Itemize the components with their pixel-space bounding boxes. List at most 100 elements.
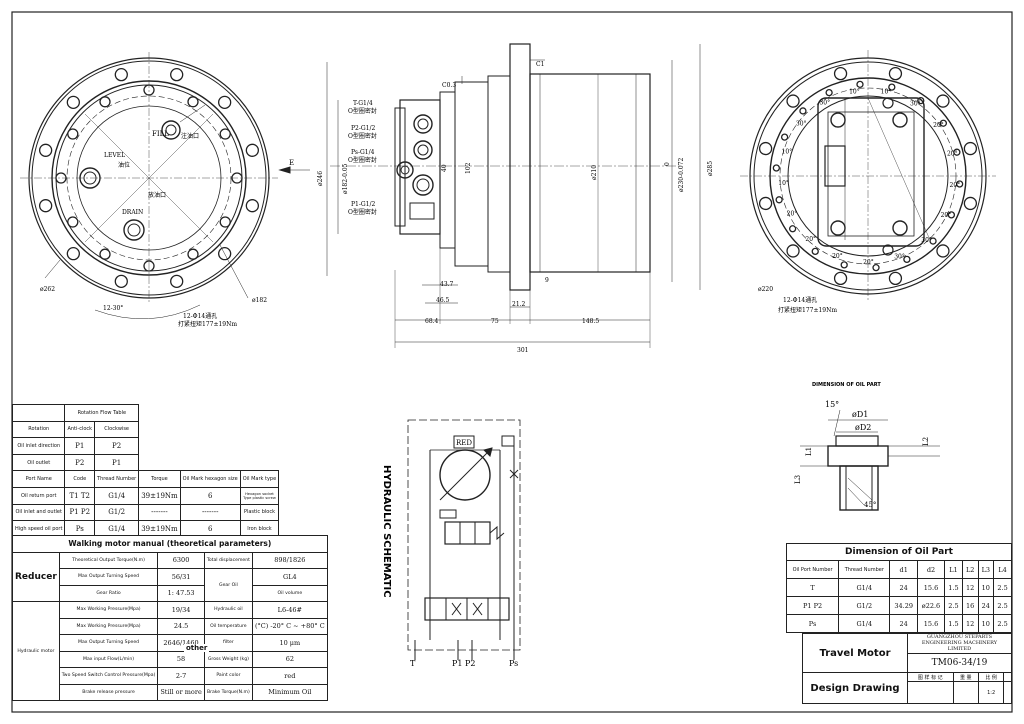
inner-bolt [929, 237, 937, 245]
side-dim-102: 102 [465, 162, 472, 174]
side-ref-0: 0 [664, 162, 671, 166]
bolt-hole [963, 196, 978, 211]
table-cell: Ps [785, 614, 840, 633]
front-dia-262: ø262 [40, 286, 55, 293]
table-cell: 58 [157, 650, 205, 668]
inner-bolt [187, 96, 199, 108]
front-view [20, 52, 310, 320]
table-cell: P1 P2 [64, 503, 96, 522]
port-ps-seal: O型圈密封 [348, 156, 377, 164]
table-cell: Hexagon socket Type plastic screw [239, 486, 280, 505]
table-cell: 39±19Nm [138, 486, 181, 505]
side-dim-465: 46.5 [436, 297, 450, 304]
table-cell: ø22.6 [916, 596, 946, 615]
angle-label: 30° [910, 100, 921, 107]
table-cell: 图 样 标 记 [907, 672, 954, 682]
table-header: Oil Port Number [785, 560, 840, 579]
bolt-hole [758, 141, 773, 156]
table-cell: L6-46# [251, 601, 328, 619]
angle-label: 20° [832, 253, 843, 260]
bolt-hole [218, 95, 232, 109]
bolt-hole [833, 271, 848, 286]
table-cell: red [251, 667, 328, 685]
design-drawing-label: Design Drawing [802, 672, 908, 704]
table-cell: G1/4 [838, 578, 891, 597]
table-cell: filter [203, 634, 253, 652]
angle-label: 30° [819, 99, 830, 106]
angle-label: 30° [894, 254, 905, 261]
table-header: Thread Number [94, 470, 140, 488]
table-cell: Oil inlet and outlet [11, 503, 66, 522]
table-header: Oil Mark hexagon size [179, 470, 241, 488]
hydraulic-motor-label: Hydraulic motor [12, 601, 60, 701]
title-block: Travel Motor GUANGZHOU STEPARTS ENGINEER… [802, 633, 1012, 704]
bolt-hole [170, 67, 184, 82]
side-view [326, 43, 701, 348]
table-header: Rotation [11, 420, 66, 439]
inner-bolt [856, 80, 864, 89]
table-cell: Oil return port [11, 486, 66, 505]
table-cell: Max input Flow(L/min) [58, 650, 159, 668]
inner-bolt [187, 248, 199, 260]
reducer-label: Reducer [12, 551, 60, 602]
angle-label: 20° [805, 236, 816, 243]
table-cell: 6300 [157, 551, 205, 569]
table-cell: 重 量 [952, 672, 979, 682]
side-dim-301: 301 [517, 347, 528, 354]
oil-l3: L3 [794, 475, 802, 484]
table-cell: 1: 47.53 [157, 584, 205, 602]
table-row: Dimension of Oil Part [786, 543, 1012, 561]
angle-label: 20° [941, 212, 952, 219]
inner-bolt [939, 119, 948, 127]
inner-bolt [825, 88, 833, 97]
table-header: d2 [916, 560, 946, 579]
table-cell: Gear Oil [203, 568, 253, 602]
hydraulic-port-p1p2: P1 P2 [452, 659, 476, 668]
port-p1-seal: O型圈密封 [348, 208, 377, 216]
inner-bolt [788, 225, 797, 233]
front-holes: 12-Φ14通孔 [183, 312, 217, 320]
table-header: d1 [889, 560, 918, 579]
angle-label: 10° [778, 180, 789, 187]
fill-plug [161, 120, 181, 140]
oil-angle-15: 15° [825, 400, 839, 409]
table-row: T G1/4 24 15.6 1.5 12 10 2.5 [785, 578, 1012, 597]
bolt-hole [114, 274, 128, 289]
table-cell: G1/2 [838, 596, 891, 615]
table-row: High speed oil port Ps G1/4 39±19Nm 6 Ir… [11, 520, 280, 538]
inner-bolt [780, 133, 789, 141]
table-cell: Brake release pressure [58, 683, 159, 701]
side-dim-40: 40 [441, 164, 448, 172]
side-dim-212: 21.2 [512, 301, 526, 308]
inner-bolt [772, 164, 781, 172]
inner-bolt [67, 216, 79, 228]
table-cell: 比 例 [977, 672, 1005, 682]
fill-label: FILL [152, 130, 169, 138]
table-cell: 15.6 [916, 578, 946, 597]
table-cell: 6 [179, 486, 241, 505]
table-cell: Theoretical Output Torque(N.m) [58, 551, 159, 569]
table-cell: G1/4 [94, 486, 140, 505]
bolt-hole [888, 66, 903, 81]
sheet-border [11, 11, 1013, 713]
side-dim-75: 75 [491, 318, 499, 325]
table-cell: Gear Ratio [58, 584, 159, 602]
table-header: L3 [977, 560, 995, 579]
inner-bolt [903, 255, 911, 264]
port-t-seal: O型圈密封 [348, 107, 377, 115]
side-dia-230: ø230-0.072 [678, 158, 685, 192]
inner-bolt [99, 248, 111, 260]
angle-label: 30° [921, 237, 932, 244]
table-cell: 34.29 [889, 596, 918, 615]
bolt-hole [786, 94, 800, 108]
motor-manual-table: Walking motor manual (theoretical parame… [12, 535, 328, 701]
product-name: Travel Motor [802, 633, 908, 673]
table-header: Oil Mark type [239, 470, 280, 488]
manual-table-title: Walking motor manual (theoretical parame… [12, 535, 328, 553]
